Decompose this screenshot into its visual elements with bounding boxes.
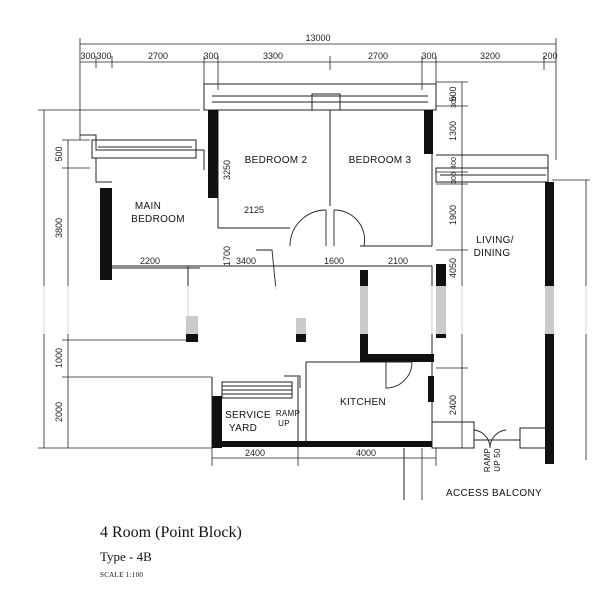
- dim-2200: 2200: [140, 256, 160, 266]
- dim-right-500: 500: [448, 86, 458, 101]
- dim-right-300: 300: [451, 96, 458, 108]
- dim-overall-width: 13000: [305, 33, 330, 43]
- dim-right-1300: 1300: [448, 121, 458, 141]
- label-service: SERVICE: [225, 410, 271, 421]
- label-ramp-up-2: UP: [278, 419, 290, 428]
- dim-left-3800: 3800: [54, 218, 64, 238]
- dim-top-3300: 3300: [263, 51, 283, 61]
- label-ramp-up-balcony-1: RAMP: [483, 448, 492, 472]
- dim-right-400: 400: [451, 157, 458, 169]
- label-access-balcony: ACCESS BALCONY: [446, 488, 542, 499]
- dim-top-2700-a: 2700: [148, 51, 168, 61]
- dim-top-3200: 3200: [480, 51, 500, 61]
- right-dimension-chain: [436, 81, 590, 460]
- dim-top-200: 200: [542, 51, 557, 61]
- dim-left-500: 500: [54, 146, 64, 161]
- label-kitchen: KITCHEN: [340, 397, 386, 408]
- dim-left-2000: 2000: [54, 402, 64, 422]
- dim-bottom-4000: 4000: [356, 448, 376, 458]
- label-ramp-up-balcony-2: UP 50: [493, 448, 502, 472]
- dim-right-4050: 4050: [448, 258, 458, 278]
- label-living: LIVING/: [476, 235, 514, 246]
- plan-type: Type - 4B: [100, 549, 152, 564]
- dim-bottom-2400: 2400: [245, 448, 265, 458]
- label-yard: YARD: [229, 423, 257, 434]
- dim-1700: 1700: [222, 246, 232, 266]
- dim-top-2700-b: 2700: [368, 51, 388, 61]
- plan-scale: SCALE 1:100: [100, 571, 144, 579]
- dim-2125: 2125: [244, 205, 264, 215]
- dim-right-2400: 2400: [448, 395, 458, 415]
- label-ramp-up-1: RAMP: [276, 409, 300, 418]
- dim-left-1000: 1000: [54, 348, 64, 368]
- dim-2100: 2100: [388, 256, 408, 266]
- dim-top-300-a: 300: [80, 51, 95, 61]
- label-bedroom-2: BEDROOM 2: [245, 155, 308, 166]
- top-dimension-chain: [79, 38, 557, 160]
- dim-top-300-c: 300: [203, 51, 218, 61]
- left-dimension-chain: [38, 109, 212, 449]
- dim-right-300-b: 300: [451, 172, 458, 184]
- label-dining: DINING: [474, 248, 511, 259]
- plan-title: 4 Room (Point Block): [100, 524, 242, 541]
- door-swings: [256, 209, 507, 449]
- dim-right-1900: 1900: [448, 205, 458, 225]
- dim-3400: 3400: [236, 256, 256, 266]
- dim-1600: 1600: [324, 256, 344, 266]
- label-main-bedroom-2: BEDROOM: [131, 214, 185, 225]
- label-bedroom-3: BEDROOM 3: [349, 155, 412, 166]
- faded-strip: [0, 286, 612, 334]
- dim-top-300-d: 300: [421, 51, 436, 61]
- dim-3250: 3250: [222, 160, 232, 180]
- dim-top-300-b: 300: [96, 51, 111, 61]
- label-main-bedroom-1: MAIN: [135, 201, 161, 212]
